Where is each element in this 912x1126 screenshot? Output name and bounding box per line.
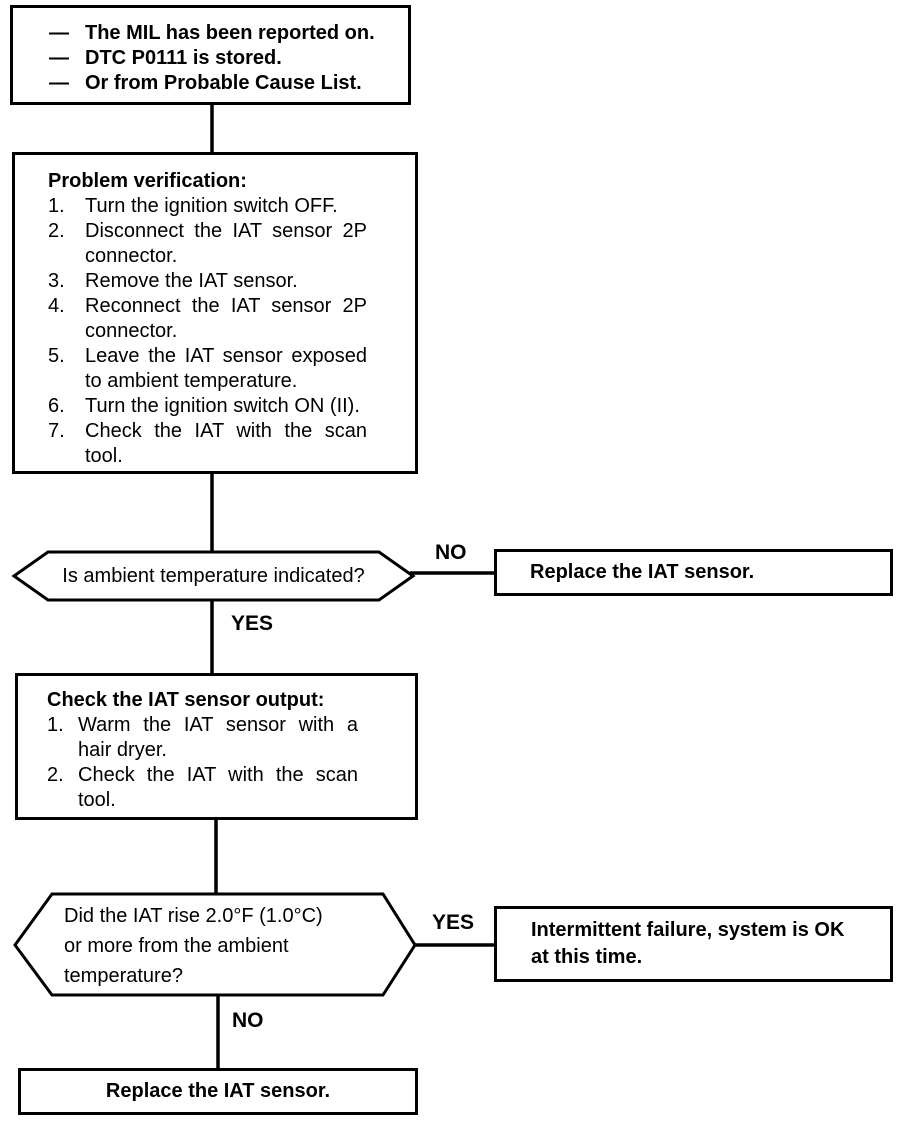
start-condition-row: — The MIL has been reported on. — [49, 21, 402, 46]
verification-step: 5. Leave the IAT sensor exposed to ambie… — [48, 344, 409, 394]
decision1-no-label: NO — [435, 541, 467, 564]
start-conditions-box: — The MIL has been reported on. — DTC P0… — [10, 5, 411, 105]
verification-step: 1. Turn the ignition switch OFF. — [48, 194, 409, 219]
start-condition-text: DTC P0111 is stored. — [85, 47, 282, 69]
step-text: Leave the IAT sensor exposed to ambient … — [85, 345, 367, 392]
step-number: 7. — [48, 420, 65, 442]
step-number: 2. — [47, 764, 64, 786]
step-number: 2. — [48, 220, 65, 242]
decision1-question: Is ambient temperature indicated? — [62, 564, 365, 587]
action-text: Replace the IAT sensor. — [105, 1080, 331, 1102]
step-number: 4. — [48, 295, 65, 317]
decision1-yes-label: YES — [231, 612, 274, 635]
step-number: 5. — [48, 345, 65, 367]
step-text: Check the IAT with the scan tool. — [85, 420, 367, 467]
step-text: Disconnect the IAT sensor 2P connector. — [85, 220, 367, 267]
action-text: Replace the IAT sensor. — [530, 561, 755, 583]
start-condition-row: — DTC P0111 is stored. — [49, 46, 402, 71]
dash-bullet: — — [49, 22, 69, 44]
check-step: 1. Warm the IAT sensor with a hair dryer… — [47, 713, 409, 763]
step-text: Reconnect the IAT sensor 2P connector. — [85, 295, 367, 342]
replace-iat-sensor-box-1: Replace the IAT sensor. — [494, 549, 893, 596]
dash-bullet: — — [49, 72, 69, 94]
step-number: 6. — [48, 395, 65, 417]
check-step: 2. Check the IAT with the scan tool. — [47, 763, 409, 813]
verification-step: 7. Check the IAT with the scan tool. — [48, 419, 409, 469]
check-iat-output-box: Check the IAT sensor output: 1. Warm the… — [15, 673, 418, 820]
verification-step: 6. Turn the ignition switch ON (II). — [48, 394, 409, 419]
step-text: Remove the IAT sensor. — [85, 270, 298, 292]
verification-step: 2. Disconnect the IAT sensor 2P connecto… — [48, 219, 409, 269]
decision2-question: Did the IAT rise 2.0°F (1.0°C) or more f… — [64, 905, 323, 987]
action-text: Intermittent failure, system is OK at th… — [531, 919, 845, 968]
step-text: Warm the IAT sensor with a hair dryer. — [78, 714, 358, 761]
step-text: Turn the ignition switch OFF. — [85, 195, 338, 217]
start-condition-text: Or from Probable Cause List. — [85, 72, 362, 94]
start-condition-text: The MIL has been reported on. — [85, 22, 375, 44]
decision2-no-label: NO — [232, 1009, 264, 1032]
step-number: 1. — [47, 714, 64, 736]
start-condition-row: — Or from Probable Cause List. — [49, 71, 402, 96]
step-number: 1. — [48, 195, 65, 217]
verification-step: 3. Remove the IAT sensor. — [48, 269, 409, 294]
problem-verification-box: Problem verification: 1. Turn the igniti… — [12, 152, 418, 474]
check-iat-output-title: Check the IAT sensor output: — [47, 689, 325, 711]
intermittent-failure-box: Intermittent failure, system is OK at th… — [494, 906, 893, 982]
problem-verification-title: Problem verification: — [48, 170, 247, 192]
dash-bullet: — — [49, 47, 69, 69]
decision2-yes-label: YES — [432, 911, 475, 934]
step-number: 3. — [48, 270, 65, 292]
replace-iat-sensor-box-2: Replace the IAT sensor. — [18, 1068, 418, 1115]
verification-step: 4. Reconnect the IAT sensor 2P connector… — [48, 294, 409, 344]
step-text: Turn the ignition switch ON (II). — [85, 395, 360, 417]
step-text: Check the IAT with the scan tool. — [78, 764, 358, 811]
